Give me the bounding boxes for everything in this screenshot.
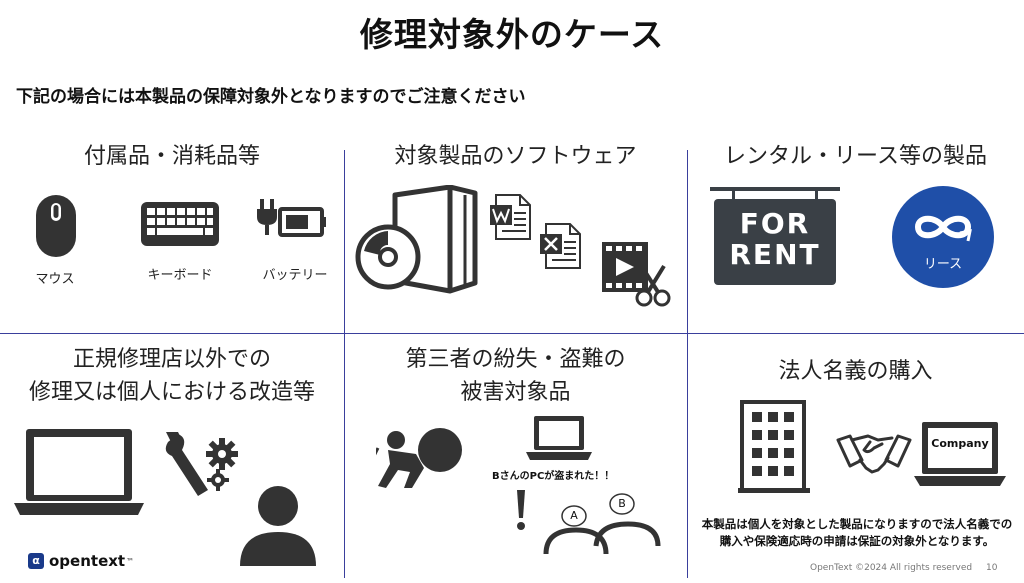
page-number: 10 — [986, 563, 998, 573]
opentext-logo: α opentext ™ — [28, 552, 134, 570]
corporate-note-line1: 本製品は個人を対象とした製品になりますので法人名義での — [701, 517, 1013, 531]
cell-theft-title-line2: 被害対象品 — [460, 380, 571, 405]
cell-corporate-title: 法人名義の購入 — [778, 359, 933, 384]
cell-rental-title: レンタル・リース等の製品 — [724, 144, 987, 169]
mouse-icon — [36, 195, 76, 257]
thief-icon — [376, 428, 462, 488]
page-subtitle: 下記の場合には本製品の保障対象外となりますのでご注意ください — [16, 87, 526, 107]
divider-horizontal — [0, 333, 1024, 334]
page-title: 修理対象外のケース — [359, 15, 665, 54]
opentext-logo-text: opentext — [49, 552, 126, 570]
cell-unauthorized-title-line1: 正規修理店以外での — [72, 347, 271, 372]
corporate-note-line2: 購入や保険適応時の申請は保証の対象外となります。 — [719, 534, 995, 548]
company-laptop-icon — [914, 422, 1006, 486]
laptop-icon — [14, 429, 144, 515]
battery-charging-icon — [257, 199, 326, 237]
person-a-label: A — [570, 509, 578, 522]
keyboard-icon — [141, 202, 219, 246]
keyboard-label: キーボード — [147, 268, 213, 283]
cell-software-title: 対象製品のソフトウェア — [394, 144, 637, 169]
excel-document-icon — [540, 223, 581, 269]
person-icon — [240, 486, 316, 566]
office-building-icon — [738, 400, 810, 493]
software-box-disc-icon — [355, 185, 478, 294]
exclamation-icon — [517, 490, 525, 530]
copyright-text: OpenText ©2024 All rights reserved — [810, 563, 973, 573]
wrench-gear-icon — [165, 432, 238, 496]
company-laptop-label: Company — [931, 437, 989, 450]
lease-circle-icon — [892, 186, 994, 288]
cell-unauthorized-title-line2: 修理又は個人における改造等 — [28, 380, 315, 405]
divider-vertical-1 — [344, 150, 345, 578]
cell-theft-title-line1: 第三者の紛失・盗難の — [405, 347, 626, 372]
battery-label: バッテリー — [262, 268, 328, 283]
lease-label: リース — [923, 257, 963, 272]
divider-vertical-2 — [687, 150, 688, 578]
opentext-logo-mark-icon: α — [28, 553, 44, 569]
conversation-people-icon — [543, 493, 661, 554]
person-b-label: B — [618, 497, 626, 510]
mouse-label: マウス — [35, 272, 75, 287]
for-rent-sign-line1: FOR — [739, 207, 811, 240]
handshake-icon — [836, 434, 912, 474]
for-rent-sign-line2: RENT — [729, 238, 821, 271]
cell-accessories-title: 付属品・消耗品等 — [83, 144, 260, 169]
video-edit-icon — [602, 242, 671, 307]
for-rent-sign-icon — [710, 187, 840, 285]
theft-speech-text: BさんのPCが盗まれた！！ — [492, 471, 615, 482]
opentext-logo-tm: ™ — [126, 556, 135, 566]
small-laptop-icon — [526, 416, 592, 460]
word-document-icon — [490, 194, 531, 240]
